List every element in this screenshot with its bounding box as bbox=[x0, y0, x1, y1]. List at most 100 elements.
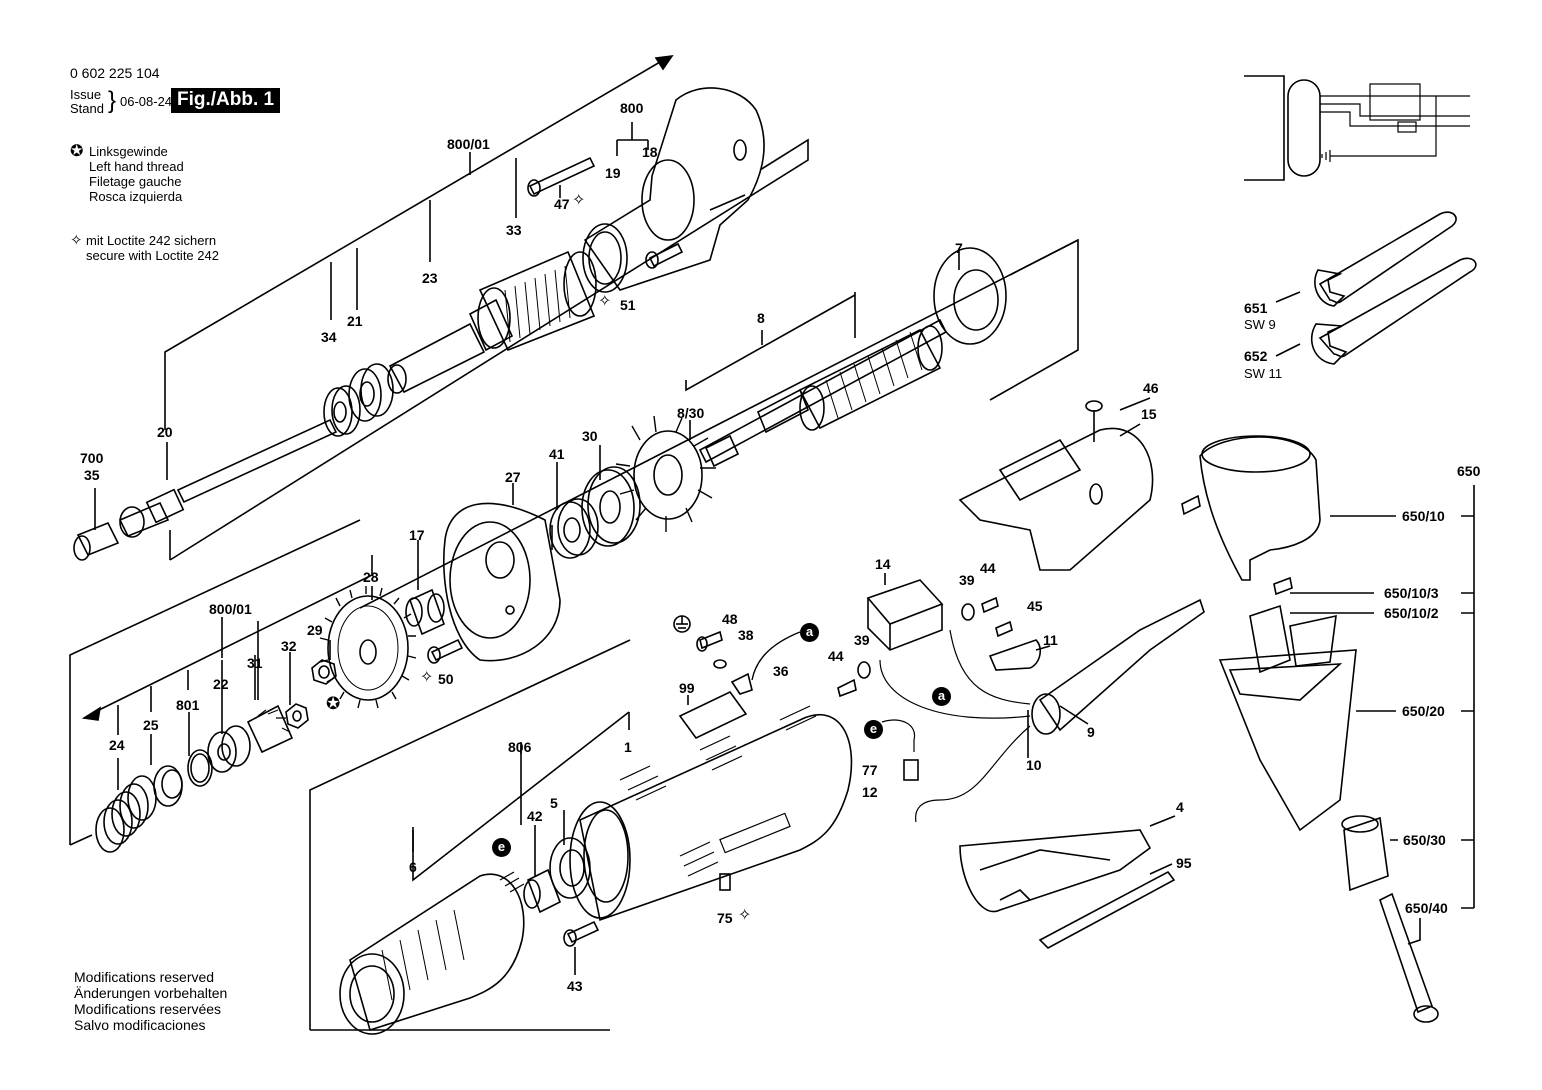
part-label-45: 45 bbox=[1027, 598, 1043, 614]
lug-36 bbox=[713, 659, 753, 695]
part-label-30: 30 bbox=[582, 428, 598, 444]
wrench-651-number: 651 bbox=[1244, 300, 1268, 316]
screw-46 bbox=[1085, 400, 1103, 442]
wrench-651 bbox=[1314, 211, 1457, 307]
sleeve-42 bbox=[523, 868, 562, 914]
part-label-650-40: 650/40 bbox=[1405, 900, 1448, 916]
wrench-652 bbox=[1310, 257, 1477, 365]
part-label-17: 17 bbox=[409, 527, 425, 543]
part-label-75: 75 bbox=[717, 910, 733, 926]
wires bbox=[751, 629, 1031, 823]
wire-marker-e: e bbox=[864, 720, 883, 739]
screws-650-10-3 bbox=[1181, 494, 1293, 596]
part-label-29: 29 bbox=[307, 622, 323, 638]
screw-51 bbox=[645, 242, 684, 269]
bearing-21 bbox=[348, 363, 394, 422]
part-label-48: 48 bbox=[722, 611, 738, 627]
part-label-5: 5 bbox=[550, 795, 558, 811]
set-screw-75 bbox=[719, 873, 731, 891]
part-label-700: 700 bbox=[80, 450, 104, 466]
part-label-11: 11 bbox=[1043, 632, 1058, 648]
motor-housing-1 bbox=[569, 705, 853, 922]
loctite-icon: ✧ bbox=[572, 192, 586, 209]
screw-50 bbox=[427, 638, 464, 664]
issue-label: Issue bbox=[70, 87, 102, 102]
part-label-39: 39 bbox=[959, 572, 975, 588]
part-label-650-10-3: 650/10/3 bbox=[1384, 585, 1439, 601]
part-label-650-30: 650/30 bbox=[1403, 832, 1446, 848]
field-winding-6 bbox=[339, 871, 525, 1035]
part-label-8-30: 8/30 bbox=[677, 405, 705, 421]
lower-assembly-outline bbox=[309, 639, 631, 1031]
part-label-31: 31 bbox=[247, 655, 263, 671]
part-label-47: 47 bbox=[554, 196, 570, 212]
switch-14 bbox=[866, 579, 944, 651]
part-label-28: 28 bbox=[363, 569, 379, 585]
lower-left-assembly-outline bbox=[69, 519, 373, 846]
legend-lh-fr: Filetage gauche bbox=[89, 174, 182, 189]
switch-cover-15 bbox=[958, 427, 1154, 571]
part-label-34: 34 bbox=[321, 329, 337, 345]
clamp-11 bbox=[988, 639, 1042, 671]
bearing-flange-27 bbox=[442, 502, 561, 662]
part-label-800: 800 bbox=[620, 100, 644, 116]
part-label-650-10: 650/10 bbox=[1402, 508, 1445, 524]
part-label-800-01: 800/01 bbox=[447, 136, 490, 152]
part-label-32: 32 bbox=[281, 638, 297, 654]
bevel-pinion-31 bbox=[246, 704, 294, 754]
wire-marker-e: e bbox=[492, 838, 511, 857]
wire-marker-a: a bbox=[932, 687, 951, 706]
middle-assembly-outline bbox=[359, 238, 1079, 609]
part-label-10: 10 bbox=[1026, 757, 1042, 773]
fan-impeller bbox=[615, 415, 716, 532]
part-label-4: 4 bbox=[1176, 799, 1184, 815]
figure-tag: Fig./Abb. 1 bbox=[171, 88, 281, 113]
part-label-19: 19 bbox=[605, 165, 621, 181]
o-ring-801 bbox=[187, 749, 213, 787]
wiring-diagram bbox=[1244, 75, 1470, 181]
footer-es: Salvo modificaciones bbox=[74, 1017, 206, 1033]
auxiliary-handle-band-650-10 bbox=[1199, 435, 1321, 581]
part-label-12: 12 bbox=[862, 784, 878, 800]
legend-lh-es: Rosca izquierda bbox=[89, 189, 183, 204]
screw-47 bbox=[527, 156, 596, 197]
part-label-650: 650 bbox=[1457, 463, 1481, 479]
legend-lh-en: Left hand thread bbox=[89, 159, 184, 174]
bearing-34 bbox=[323, 385, 361, 437]
part-label-23: 23 bbox=[422, 270, 438, 286]
part-label-22: 22 bbox=[213, 676, 229, 692]
gear-head-housing bbox=[582, 87, 765, 293]
part-label-1: 1 bbox=[624, 739, 632, 755]
suppressor-12 bbox=[903, 759, 919, 781]
left-hand-thread-icon: ✪ bbox=[70, 143, 84, 160]
loctite-icon: ✧ bbox=[420, 669, 434, 686]
part-label-21: 21 bbox=[347, 313, 363, 329]
footer-de: Änderungen vorbehalten bbox=[74, 985, 228, 1001]
handle-nut-650-30 bbox=[1341, 815, 1389, 892]
part-label-35: 35 bbox=[84, 467, 100, 483]
sleeve-17 bbox=[405, 588, 445, 636]
part-label-42: 42 bbox=[527, 808, 543, 824]
legend-lh-de: Linksgewinde bbox=[89, 144, 168, 159]
handle-650-20 bbox=[1218, 604, 1357, 832]
screw-43 bbox=[563, 920, 600, 947]
screw-48 bbox=[696, 630, 723, 652]
left-hand-thread-icon: ✪ bbox=[326, 694, 341, 713]
part-label-14: 14 bbox=[875, 556, 891, 572]
footer-fr: Modifications reservées bbox=[74, 1001, 222, 1017]
screws-44-45-39 bbox=[837, 596, 1013, 698]
legend-loctite-de: mit Loctite 242 sichern bbox=[86, 233, 217, 248]
part-label-6: 6 bbox=[409, 859, 417, 875]
loctite-icon: ✧ bbox=[70, 232, 83, 249]
part-label-44: 44 bbox=[828, 648, 844, 664]
part-label-650-10-2: 650/10/2 bbox=[1384, 605, 1439, 621]
part-label-18: 18 bbox=[642, 144, 658, 160]
leader-lines bbox=[94, 122, 1475, 975]
wrench-651-size: SW 9 bbox=[1244, 317, 1276, 332]
part-label-9: 9 bbox=[1087, 724, 1095, 740]
part-label-15: 15 bbox=[1141, 406, 1157, 422]
cable-strain-relief-9 bbox=[1031, 598, 1205, 735]
part-label-41: 41 bbox=[549, 446, 565, 462]
part-label-99: 99 bbox=[679, 680, 695, 696]
part-label-77: 77 bbox=[862, 762, 878, 778]
